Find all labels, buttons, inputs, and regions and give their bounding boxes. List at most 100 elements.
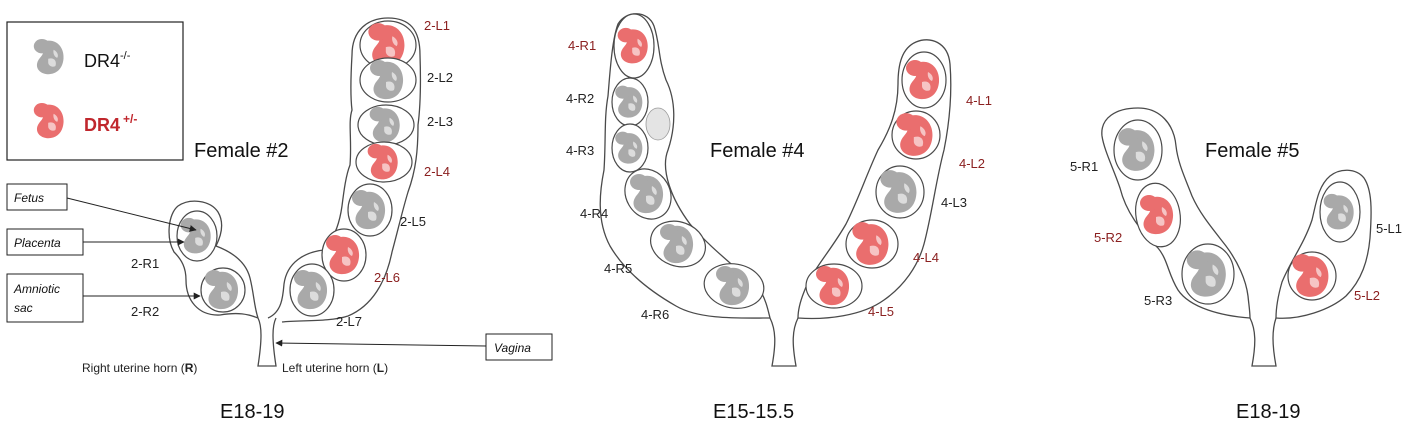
female-2-stage: E18-19 [220, 401, 285, 423]
female-5-right-horn-wall [1101, 107, 1251, 319]
female-2-label-L1: 2-L1 [424, 18, 450, 33]
legend-het-swatch [33, 103, 64, 139]
female-4-placenta-disc [645, 107, 671, 141]
female-4-title: Female #4 [710, 140, 805, 162]
embryo-2-l5 [347, 183, 393, 237]
female-5-title: Female #5 [1205, 140, 1300, 162]
fetus-icon [205, 270, 239, 310]
female-4-label-L3: 4-L3 [941, 195, 967, 210]
female-5-label-R1: 5-R1 [1070, 159, 1098, 174]
embryo-4-l4 [845, 219, 899, 269]
female-2-diagram: 2-L1 2-L2 2-L3 2-L4 2-L5 2-L6 2-L7 2-R1 … [6, 17, 553, 423]
right-horn-label: Right uterine horn (R) [82, 361, 197, 375]
embryo-4-r1 [613, 13, 655, 79]
fetus-icon [326, 235, 360, 275]
female-5-left-horn-wall [1275, 169, 1372, 319]
fetus-icon [615, 85, 643, 118]
embryo-5-r3 [1181, 243, 1235, 305]
embryo-2-l2 [359, 57, 417, 103]
fetus-icon [1323, 193, 1354, 230]
fetus-icon [352, 190, 386, 230]
fetus-callout-label: Fetus [14, 191, 44, 205]
vagina-callout-box [485, 333, 553, 361]
fetus-icon [617, 27, 648, 64]
female-2-label-L6: 2-L6 [374, 270, 400, 285]
female-4-label-R6: 4-R6 [641, 307, 669, 322]
embryo-5-l2 [1287, 251, 1337, 301]
fetus-icon [660, 224, 694, 264]
female-4-diagram: 4-R1 4-R2 4-R3 4-R4 4-R5 4-R6 4-L1 4-L2 … [566, 13, 992, 423]
vagina-callout-arrow [275, 339, 487, 347]
embryo-4-r2 [611, 77, 649, 127]
fetus-icon [880, 170, 917, 213]
female-4-label-R5: 4-R5 [604, 261, 632, 276]
embryo-4-r5 [650, 220, 706, 268]
fetus-icon [1118, 128, 1155, 171]
female-5-vagina-stem [1249, 317, 1277, 367]
fetus-icon [1292, 254, 1329, 297]
female-4-label-L2: 4-L2 [959, 156, 985, 171]
female-4-label-L1: 4-L1 [966, 93, 992, 108]
female-4-label-R4: 4-R4 [580, 206, 608, 221]
female-2-label-L2: 2-L2 [427, 70, 453, 85]
female-5-diagram: 5-R1 5-R2 5-R3 5-L1 5-L2 Female #5 E18-1… [1070, 107, 1402, 423]
fetus-callout-arrow [66, 197, 197, 232]
female-4-stage: E15-15.5 [713, 401, 794, 423]
female-2-label-R1: 2-R1 [131, 256, 159, 271]
fetus-icon [716, 266, 750, 306]
female-2-vagina-stem [257, 317, 277, 367]
embryo-5-l1 [1319, 181, 1361, 243]
fetus-icon [630, 174, 664, 214]
amniotic-callout-label-2: sac [14, 301, 33, 315]
placenta-callout-label: Placenta [14, 236, 61, 250]
fetus-icon [1140, 195, 1174, 235]
embryo-5-r2 [1135, 182, 1181, 248]
amniotic-callout-box [6, 273, 84, 323]
female-2-label-R2: 2-R2 [131, 304, 159, 319]
legend-box [6, 21, 184, 161]
female-2-label-L5: 2-L5 [400, 214, 426, 229]
female-2-label-L3: 2-L3 [427, 114, 453, 129]
embryo-4-r4 [624, 168, 672, 220]
fetus-icon [369, 106, 400, 143]
embryo-4-l2 [891, 110, 941, 160]
embryo-2-l1 [359, 20, 417, 70]
female-2-title: Female #2 [194, 140, 289, 162]
fetus-icon [370, 60, 404, 100]
embryo-2-r1 [176, 210, 218, 262]
fetus-icon [368, 23, 405, 66]
fetus-icon [816, 266, 850, 306]
placenta-callout-box [6, 228, 84, 256]
embryo-2-l7 [289, 263, 335, 317]
female-5-label-L1: 5-L1 [1376, 221, 1402, 236]
female-5-label-L2: 5-L2 [1354, 288, 1380, 303]
amniotic-callout-label-1: Amniotic [13, 282, 60, 296]
embryo-2-l6 [321, 228, 367, 282]
embryo-2-r2 [200, 267, 246, 313]
embryo-4-r6 [703, 263, 765, 309]
female-2-right-horn-wall [168, 200, 259, 319]
fetus-icon [906, 60, 940, 100]
legend-het-label: DR4+/- [84, 112, 137, 135]
fetus-icon [33, 39, 64, 75]
embryo-5-r1 [1113, 119, 1163, 181]
embryo-4-r3 [611, 123, 649, 173]
female-5-label-R3: 5-R3 [1144, 293, 1172, 308]
fetus-icon [33, 103, 64, 139]
female-4-label-L4: 4-L4 [913, 250, 939, 265]
legend: DR4-/- DR4+/- [6, 21, 184, 161]
left-horn-label: Left uterine horn (L) [282, 361, 388, 375]
fetus-icon [367, 143, 398, 180]
female-4-label-R2: 4-R2 [566, 91, 594, 106]
fetus-icon [1186, 250, 1226, 297]
fetus-icon [294, 270, 328, 310]
legend-ko-label: DR4-/- [84, 50, 131, 71]
female-4-label-R3: 4-R3 [566, 143, 594, 158]
embryo-4-l5 [805, 263, 863, 309]
female-2-label-L4: 2-L4 [424, 164, 450, 179]
fetus-icon [615, 131, 643, 164]
embryo-2-l3 [357, 104, 415, 146]
female-4-left-horn-wall [797, 39, 952, 320]
vagina-callout-label: Vagina [494, 341, 531, 355]
